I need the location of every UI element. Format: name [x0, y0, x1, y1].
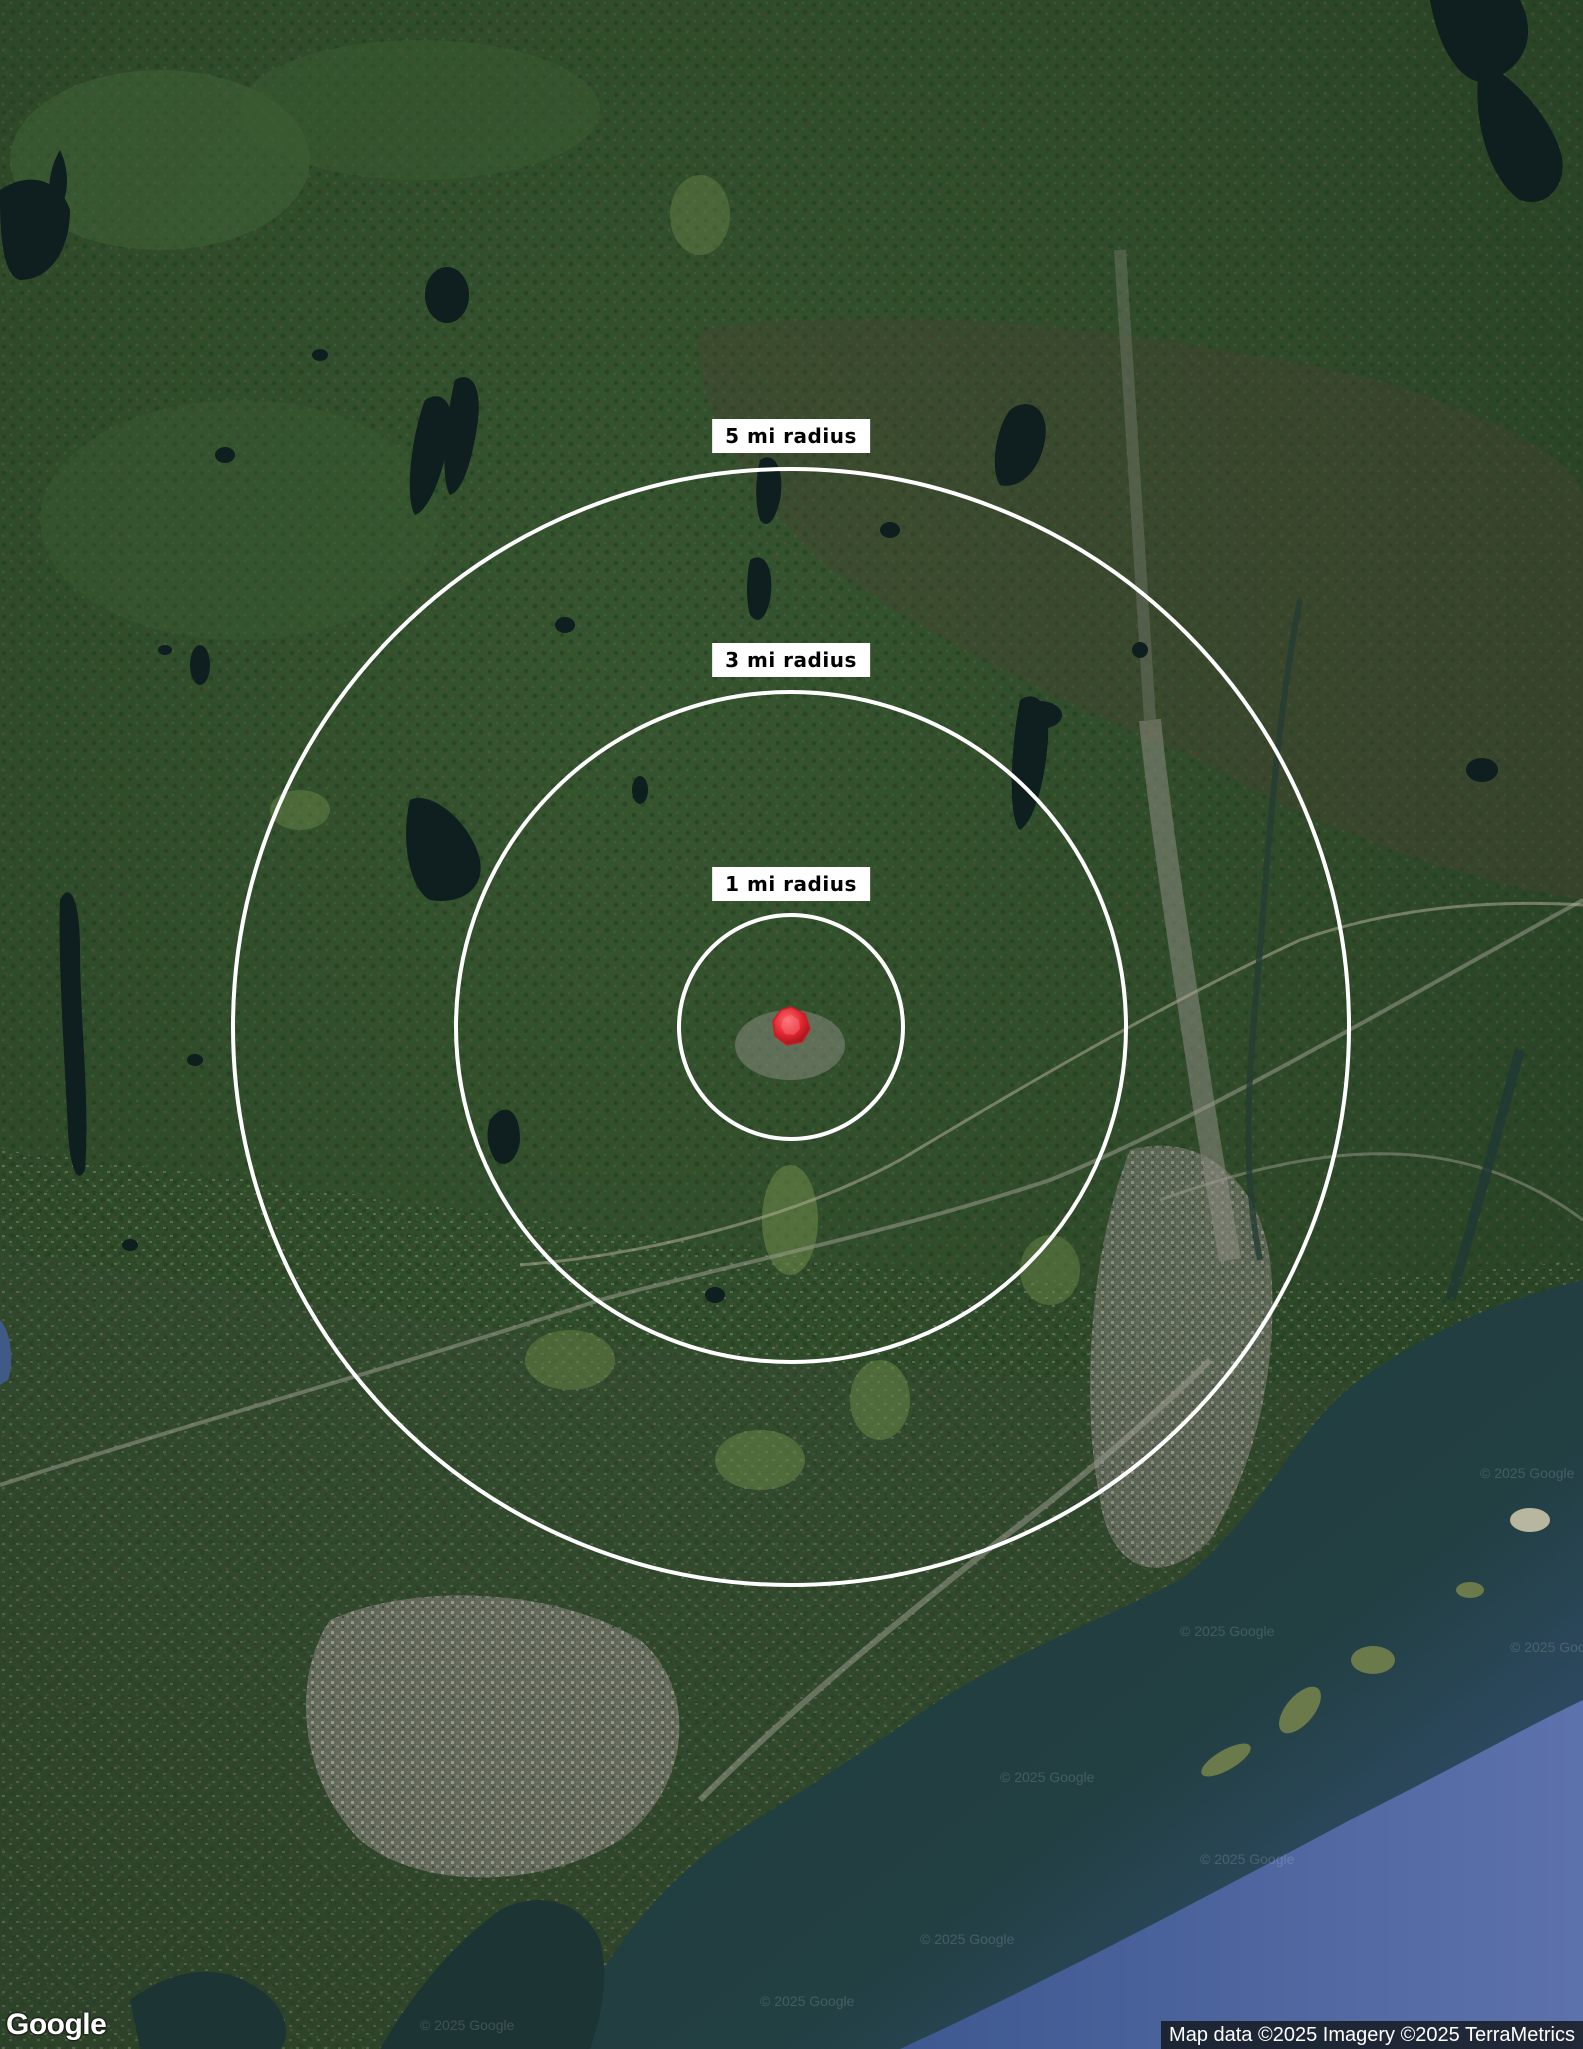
- svg-text:© 2025 Google: © 2025 Google: [920, 1931, 1015, 1947]
- google-logo: Google: [6, 2008, 107, 2041]
- svg-text:© 2025 Google: © 2025 Google: [1000, 1769, 1095, 1785]
- svg-text:© 2025 Google: © 2025 Google: [420, 2017, 515, 2033]
- radius-label-3mi: 3 mi radius: [712, 643, 870, 677]
- red-location-marker-icon[interactable]: [770, 1005, 812, 1047]
- radius-label-1mi: 1 mi radius: [712, 867, 870, 901]
- radius-ring-3mi: [454, 690, 1128, 1364]
- svg-text:© 2025 Google: © 2025 Google: [1200, 1851, 1295, 1867]
- svg-text:© 2025 Google: © 2025 Google: [1510, 1639, 1583, 1655]
- svg-text:© 2025 Google: © 2025 Google: [1480, 1465, 1575, 1481]
- map-attribution[interactable]: Map data ©2025 Imagery ©2025 TerraMetric…: [1161, 2021, 1583, 2049]
- svg-text:© 2025 Google: © 2025 Google: [1180, 1623, 1275, 1639]
- radius-ring-1mi: [677, 913, 905, 1141]
- radius-label-5mi: 5 mi radius: [712, 419, 870, 453]
- svg-text:© 2025 Google: © 2025 Google: [760, 1993, 855, 2009]
- radius-ring-5mi: [231, 467, 1351, 1587]
